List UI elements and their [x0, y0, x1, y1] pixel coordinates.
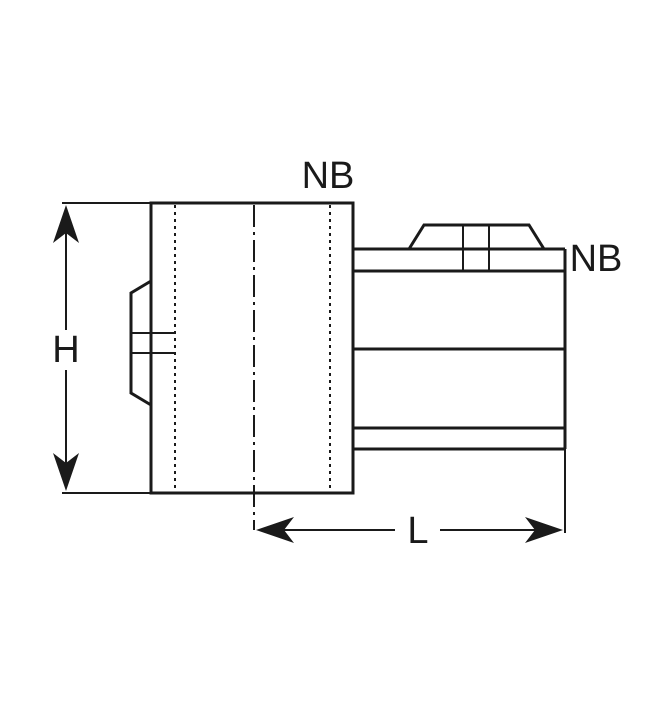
left-boss-outline	[129, 279, 152, 407]
main-body	[149, 201, 355, 530]
height-arrow-top	[53, 205, 79, 243]
branch-outlet	[353, 247, 567, 451]
length-dimension: L	[256, 449, 566, 552]
height-dimension: H	[52, 202, 151, 494]
main-body-outline	[149, 201, 355, 495]
top-boss	[407, 223, 546, 271]
length-arrow-left	[256, 517, 294, 543]
height-label: H	[52, 329, 79, 371]
length-arrow-right	[525, 517, 563, 543]
height-arrow-bottom	[53, 453, 79, 491]
left-boss	[129, 279, 175, 407]
top-boss-outline	[407, 223, 546, 250]
nominal-bore-top-label: NB	[302, 155, 355, 197]
nominal-bore-right-label: NB	[570, 238, 623, 280]
length-label: L	[407, 510, 428, 552]
